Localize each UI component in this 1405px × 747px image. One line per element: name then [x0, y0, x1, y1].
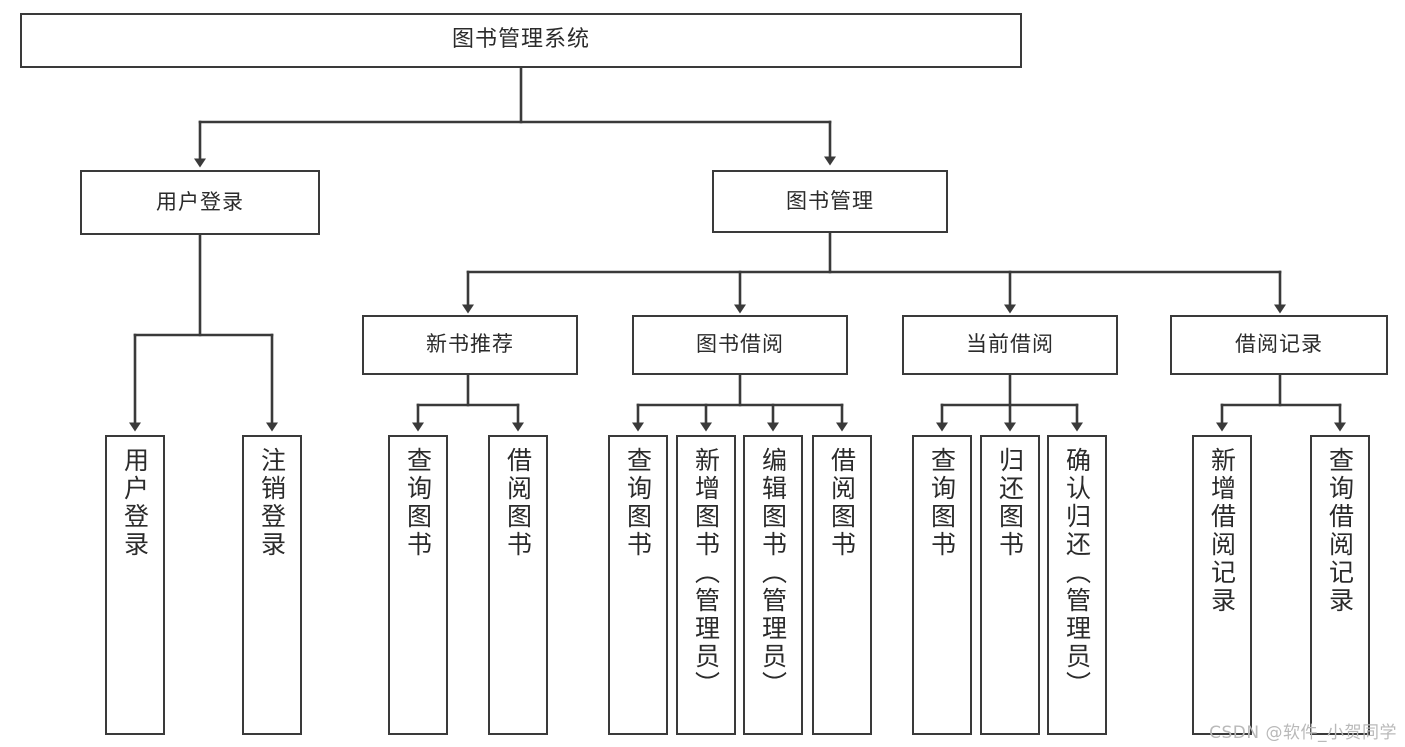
node-label: 新书推荐 — [426, 332, 514, 357]
node-book-borrow[interactable]: 图书借阅 — [632, 315, 848, 375]
leaf-borrow-borrow-book[interactable]: 借阅图书 — [812, 435, 872, 735]
node-book-management[interactable]: 图书管理 — [712, 170, 948, 233]
node-label: 借阅图书 — [827, 447, 857, 559]
leaf-record-add-record[interactable]: 新增借阅记录 — [1192, 435, 1252, 735]
node-label: 归还图书 — [995, 447, 1025, 559]
node-label: 图书管理 — [786, 188, 874, 213]
node-label: 借阅图书 — [503, 447, 533, 559]
node-label: 当前借阅 — [966, 332, 1054, 357]
node-root-system[interactable]: 图书管理系统 — [20, 13, 1022, 68]
leaf-user-login-login[interactable]: 用户登录 — [105, 435, 165, 735]
node-label: 图书借阅 — [696, 332, 784, 357]
node-label: 确认归还（管理员） — [1062, 447, 1092, 699]
node-current-borrow[interactable]: 当前借阅 — [902, 315, 1118, 375]
node-label: 用户登录 — [120, 447, 150, 559]
node-label: 查询图书 — [623, 447, 653, 559]
csdn-watermark: CSDN @软件_小贺同学 — [1209, 723, 1397, 743]
leaf-user-login-logout[interactable]: 注销登录 — [242, 435, 302, 735]
node-label: 查询借阅记录 — [1325, 447, 1355, 615]
leaf-record-query-record[interactable]: 查询借阅记录 — [1310, 435, 1370, 735]
leaf-new-book-borrow[interactable]: 借阅图书 — [488, 435, 548, 735]
node-new-book-recommend[interactable]: 新书推荐 — [362, 315, 578, 375]
node-label: 用户登录 — [156, 189, 244, 214]
node-label: 查询图书 — [403, 447, 433, 559]
leaf-current-query-book[interactable]: 查询图书 — [912, 435, 972, 735]
node-label: 图书管理系统 — [451, 27, 590, 53]
node-label: 查询图书 — [927, 447, 957, 559]
leaf-current-return-book[interactable]: 归还图书 — [980, 435, 1040, 735]
node-borrow-record[interactable]: 借阅记录 — [1170, 315, 1388, 375]
node-label: 新增借阅记录 — [1207, 447, 1237, 615]
node-label: 注销登录 — [257, 447, 287, 559]
leaf-borrow-edit-book[interactable]: 编辑图书（管理员） — [743, 435, 803, 735]
node-label: 借阅记录 — [1235, 332, 1323, 357]
node-label: 编辑图书（管理员） — [758, 447, 788, 699]
leaf-borrow-add-book[interactable]: 新增图书（管理员） — [676, 435, 736, 735]
leaf-borrow-query-book[interactable]: 查询图书 — [608, 435, 668, 735]
node-label: 新增图书（管理员） — [691, 447, 721, 699]
leaf-new-book-query[interactable]: 查询图书 — [388, 435, 448, 735]
node-user-login[interactable]: 用户登录 — [80, 170, 320, 235]
leaf-current-confirm-return[interactable]: 确认归还（管理员） — [1047, 435, 1107, 735]
